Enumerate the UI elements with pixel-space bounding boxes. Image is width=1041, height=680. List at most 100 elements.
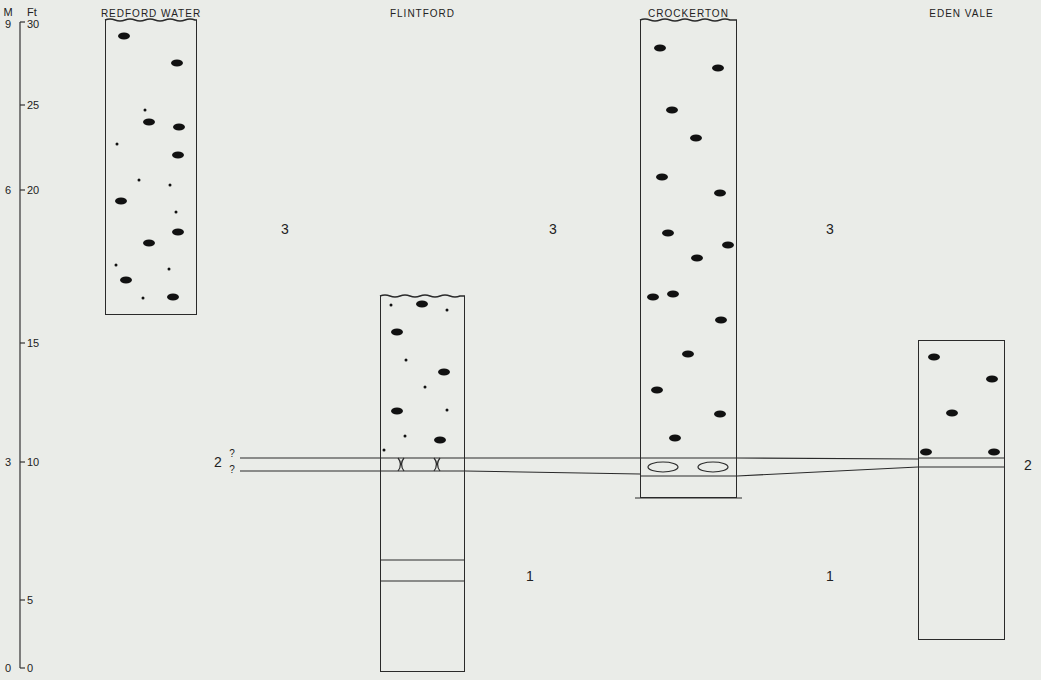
drawing-mark	[143, 119, 155, 126]
scale-value: 15	[27, 337, 39, 349]
drawing-mark	[667, 291, 679, 298]
drawing-mark	[144, 109, 147, 112]
drawing-mark	[167, 294, 179, 301]
column-heading: REDFORD WATER	[101, 8, 201, 19]
drawing-mark	[465, 471, 640, 474]
column-heading: FLINTFORD	[390, 8, 455, 19]
scale-value: 6	[5, 184, 11, 196]
drawing-mark	[115, 264, 118, 267]
drawing-mark	[690, 135, 702, 142]
drawing-mark	[698, 462, 728, 472]
column-heading: CROCKERTON	[648, 8, 729, 19]
unit-number: 1	[826, 569, 834, 584]
scale-value: 9	[5, 18, 11, 30]
drawing-mark	[380, 559, 465, 560]
scale-value: 3	[5, 456, 11, 468]
drawing-mark	[20, 21, 25, 22]
drawing-mark	[391, 408, 403, 415]
drawing-mark	[240, 470, 380, 471]
unit-number: 2	[1024, 458, 1032, 473]
drawing-mark	[402, 458, 405, 471]
drawing-mark	[115, 198, 127, 205]
section-column: FLINTFORD	[380, 6, 465, 672]
drawing-mark	[918, 466, 1005, 467]
scale-value: 0	[27, 662, 33, 674]
drawing-mark	[986, 376, 998, 383]
drawing-mark	[446, 309, 449, 312]
drawing-mark	[714, 190, 726, 197]
drawing-mark	[171, 60, 183, 67]
drawing-mark	[648, 462, 678, 472]
drawing-mark	[654, 45, 666, 52]
drawing-mark	[20, 104, 25, 105]
drawing-mark	[946, 410, 958, 417]
scale-value: 0	[5, 662, 11, 674]
scale-value: 25	[27, 99, 39, 111]
column-outline	[105, 20, 197, 315]
eroded-tops	[105, 19, 737, 297]
drawing-mark	[647, 294, 659, 301]
drawing-mark	[405, 359, 408, 362]
drawing-mark	[19, 22, 20, 668]
drawing-mark	[20, 342, 25, 343]
drawing-mark	[404, 435, 407, 438]
drawing-mark	[390, 304, 393, 307]
drawing-mark	[737, 458, 918, 459]
depth-scale	[20, 22, 25, 668]
drawing-mark	[691, 255, 703, 262]
drawing-mark	[391, 329, 403, 336]
drawing-mark	[424, 386, 427, 389]
drawing-mark	[714, 411, 726, 418]
drawing-mark	[438, 369, 450, 376]
query-mark: ?	[229, 464, 235, 475]
drawing-mark	[116, 143, 119, 146]
column-outline	[918, 340, 1005, 640]
section-column: EDEN VALE	[918, 6, 1005, 640]
drawing-mark	[172, 152, 184, 159]
drawing-mark	[118, 33, 130, 40]
scale-value: 20	[27, 184, 39, 196]
drawing-mark	[651, 387, 663, 394]
drawing-mark	[920, 449, 932, 456]
column-heading: EDEN VALE	[929, 8, 993, 19]
bed-boundaries	[380, 458, 1005, 581]
query-mark: ?	[229, 448, 235, 459]
column-outline	[380, 296, 465, 672]
unit-number: 2	[214, 455, 222, 470]
drawing-mark	[173, 124, 185, 131]
drawing-mark	[138, 179, 141, 182]
scale-value: 30	[27, 18, 39, 30]
drawing-mark	[682, 351, 694, 358]
drawing-mark	[722, 242, 734, 249]
drawing-mark	[20, 189, 25, 190]
drawing-mark	[662, 230, 674, 237]
drawing-mark	[669, 435, 681, 442]
drawing-mark	[143, 240, 155, 247]
drawing-mark	[446, 409, 449, 412]
drawing-mark	[712, 65, 724, 72]
drawing-mark	[640, 457, 737, 458]
drawing-mark	[640, 475, 737, 476]
unit-number: 1	[526, 569, 534, 584]
drawing-mark	[416, 301, 428, 308]
drawing-mark	[465, 457, 640, 458]
drawing-mark	[20, 667, 25, 668]
drawing-mark	[175, 211, 178, 214]
drawing-mark	[656, 174, 668, 181]
scale-unit: Ft	[27, 6, 37, 18]
drawing-mark	[168, 268, 171, 271]
drawing-mark	[383, 449, 386, 452]
drawing-mark	[240, 457, 380, 458]
pebbles	[115, 33, 1001, 456]
drawing-mark	[438, 458, 441, 471]
drawing-mark	[142, 297, 145, 300]
drawing-mark	[398, 458, 401, 471]
unit-number: 3	[281, 222, 289, 237]
drawing-mark	[918, 457, 1005, 458]
correlation-lines	[240, 458, 918, 476]
scale-value: 5	[27, 594, 33, 606]
drawing-mark	[928, 354, 940, 361]
